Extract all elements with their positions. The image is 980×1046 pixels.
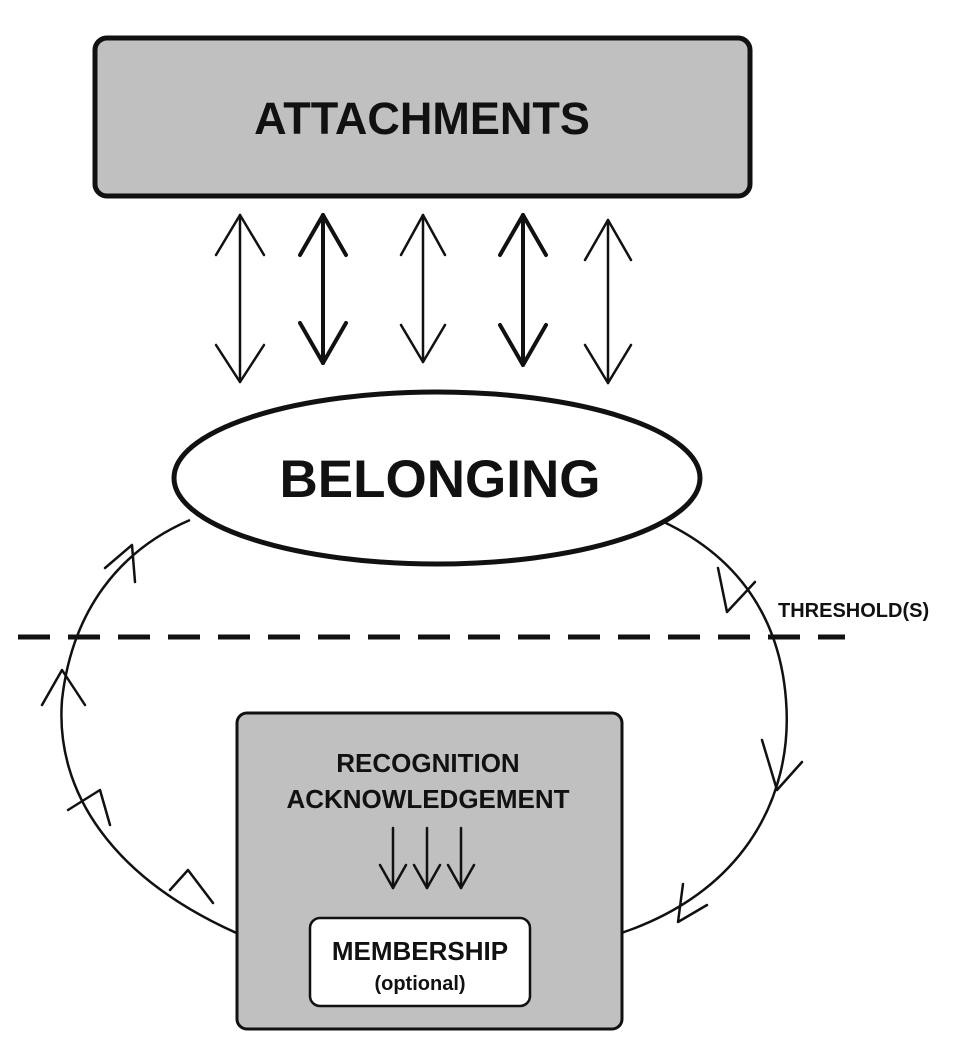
double-arrow-1 [214, 213, 266, 384]
chevron-down-icon [676, 882, 709, 924]
recognition-node: RECOGNITION ACKNOWLEDGEMENT MEMBERSHIP (… [235, 711, 624, 1031]
threshold-label: THRESHOLD(S) [778, 600, 929, 622]
arrow-down-icon [446, 863, 476, 890]
attachments-box [92, 35, 753, 199]
cycle-loop-left [60, 518, 249, 940]
belonging-node: BELONGING [171, 389, 703, 567]
double-arrow-5 [583, 218, 633, 385]
chevron-down-icon [760, 738, 804, 792]
chevron-up-icon [168, 868, 215, 905]
double-arrow-2 [298, 213, 348, 365]
belonging-label: BELONGING [280, 450, 601, 509]
attachment-arrows [214, 213, 633, 385]
recognition-label: RECOGNITION [336, 748, 519, 778]
arrow-down-icon [378, 863, 408, 890]
chevron-up-icon [66, 788, 112, 827]
attachments-label: ATTACHMENTS [254, 93, 590, 144]
double-arrow-3 [399, 213, 447, 364]
attachments-node: ATTACHMENTS [92, 35, 753, 199]
double-arrow-4 [498, 213, 548, 367]
membership-box [308, 916, 532, 1008]
membership-label: MEMBERSHIP [332, 936, 508, 966]
recognition-arrows [378, 826, 476, 890]
acknowledgement-label: ACKNOWLEDGEMENT [286, 784, 569, 814]
chevron-up-icon [40, 668, 87, 707]
belonging-ellipse [171, 389, 703, 567]
cycle-loop-right [604, 516, 788, 940]
membership-note: (optional) [374, 973, 465, 995]
arrow-down-icon [412, 863, 442, 890]
chevron-down-icon [716, 566, 757, 614]
membership-node: MEMBERSHIP (optional) [308, 916, 532, 1008]
threshold: THRESHOLD(S) [18, 600, 929, 640]
chevron-up-icon [103, 543, 137, 584]
